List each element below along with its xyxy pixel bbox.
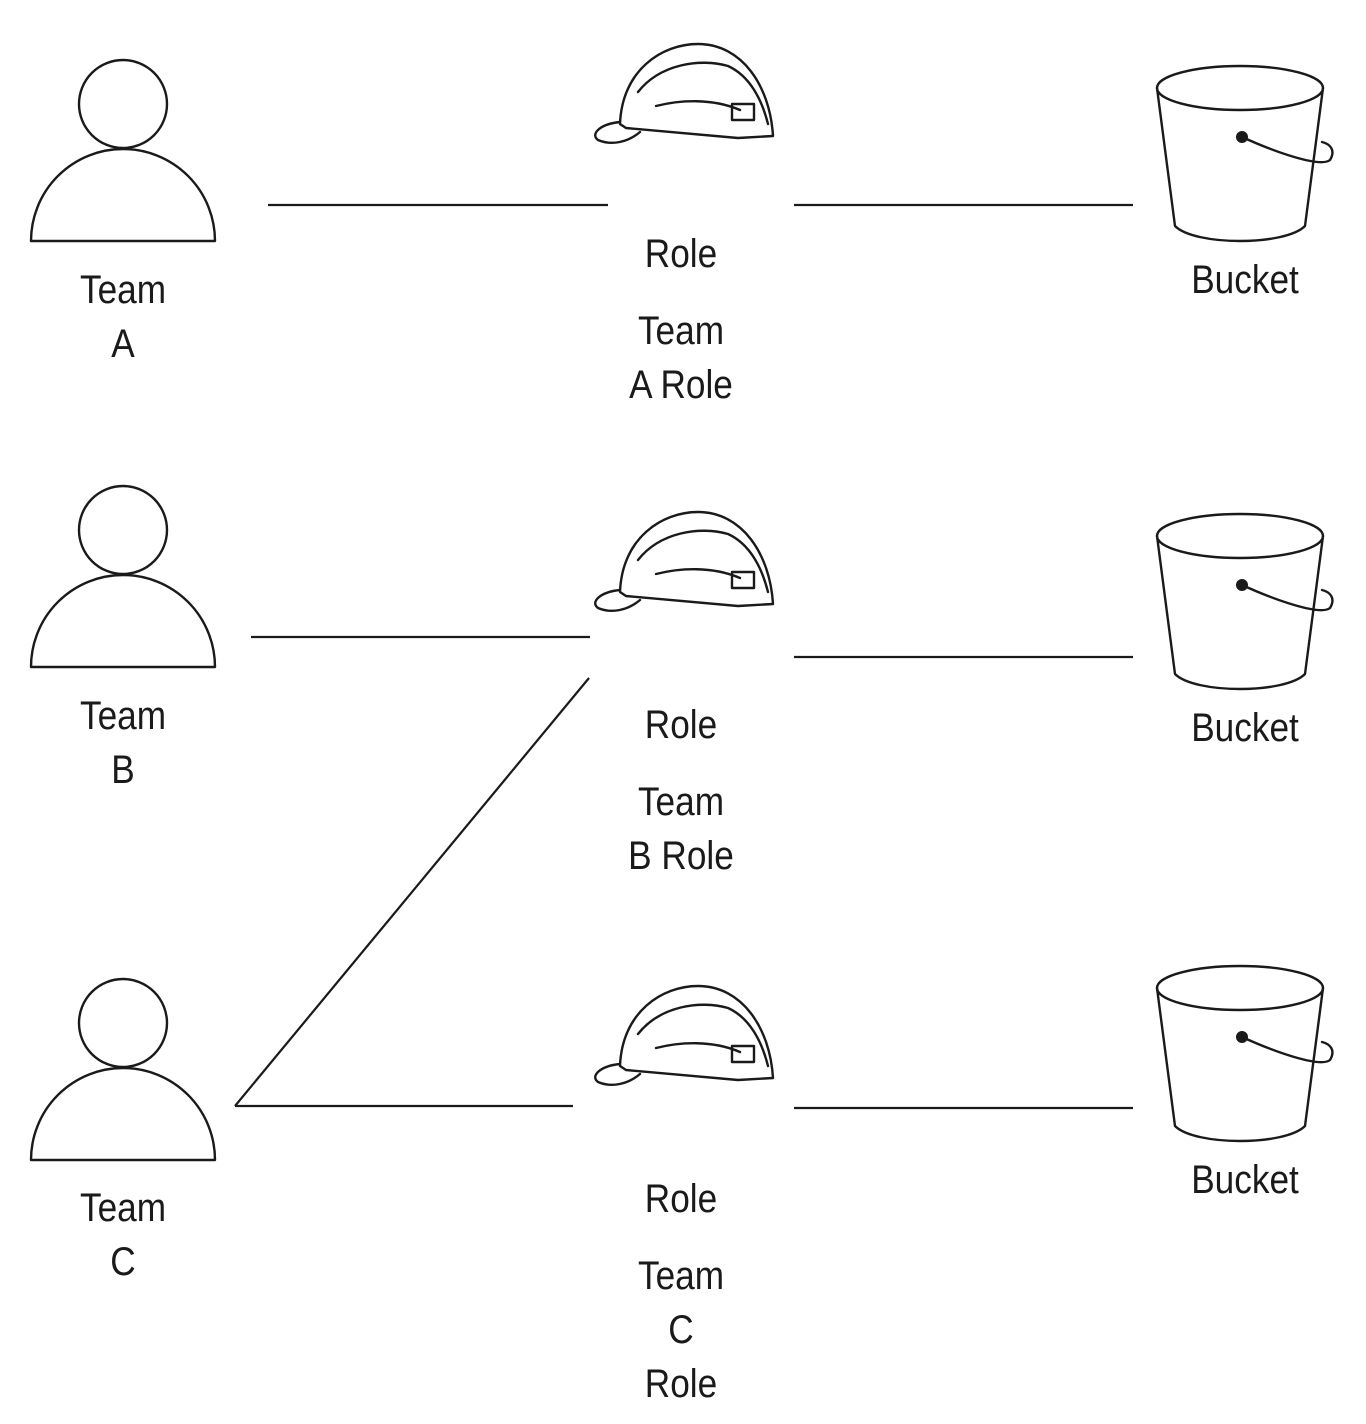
bucket-b-icon	[1155, 512, 1334, 691]
role-b-type-label: Role	[644, 703, 718, 747]
team-a-role-hard-hat-icon	[594, 42, 775, 145]
bucket-b-label: Bucket	[1191, 706, 1299, 750]
bucket-c-label: Bucket	[1191, 1158, 1299, 1202]
team-c-role-hard-hat-icon	[594, 984, 775, 1087]
team-b-label: Team B	[79, 694, 167, 792]
connector-team-c-to-role-b	[234, 677, 590, 1107]
role-a-type-label: Role	[644, 232, 718, 276]
team-b-role-hard-hat-icon	[594, 510, 775, 613]
role-c-type-label: Role	[644, 1177, 718, 1221]
bucket-a-icon	[1155, 64, 1334, 243]
role-c-name-label: Team C Role	[637, 1254, 725, 1406]
team-b-person-icon	[29, 484, 217, 669]
team-c-person-icon	[29, 977, 217, 1162]
bucket-c-icon	[1155, 964, 1334, 1143]
role-b-name-label: Team B Role	[628, 780, 734, 878]
team-a-person-icon	[29, 58, 217, 243]
team-a-label: Team A	[79, 268, 167, 366]
bucket-a-label: Bucket	[1191, 258, 1299, 302]
role-a-name-label: Team A Role	[629, 309, 733, 407]
team-c-label: Team C	[79, 1186, 167, 1284]
